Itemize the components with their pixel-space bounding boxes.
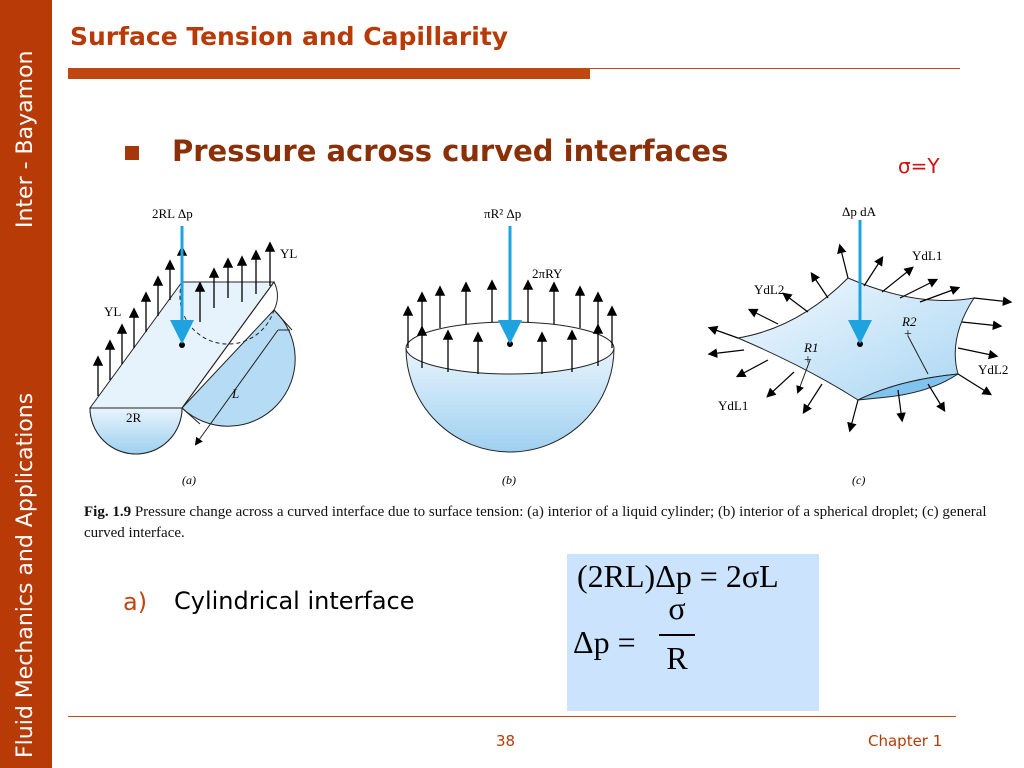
panel-c: + + Δp dA YdL1 YdL2 R2 R1 YdL2 YdL1 (c) <box>707 204 1013 487</box>
caption-fig-label: Fig. 1.9 <box>84 504 132 520</box>
c-ydl1-bottom: YdL1 <box>718 398 748 413</box>
figure-caption: Fig. 1.9 Pressure change across a curved… <box>84 502 994 544</box>
equation-box: (2RL)Δp = 2σL Δp = σ R <box>567 554 819 711</box>
equation-fraction: σ R <box>659 590 695 677</box>
c-r2: R2 <box>901 314 917 329</box>
equation-force-balance: (2RL)Δp = 2σL <box>577 558 779 594</box>
list-marker: a) <box>123 588 148 616</box>
a-length: L <box>231 386 239 401</box>
c-r1: R1 <box>803 340 818 355</box>
caption-text: Pressure change across a curved interfac… <box>84 504 987 541</box>
c-tag: (c) <box>852 473 865 487</box>
b-tag: (b) <box>502 473 516 487</box>
a-tag: (a) <box>182 473 196 487</box>
bullet-square-icon <box>125 146 139 160</box>
chapter-label: Chapter 1 <box>868 732 943 750</box>
c-ydl2-left: YdL2 <box>754 282 784 297</box>
equation-pressure-lhs: Δp = <box>573 624 636 660</box>
sidebar-institution: Inter - Bayamon <box>13 50 38 228</box>
c-force-label: Δp dA <box>842 204 877 219</box>
c-r1-plus: + <box>804 353 812 368</box>
slide-title: Surface Tension and Capillarity <box>70 22 509 51</box>
b-surface-force: 2πRY <box>532 266 563 281</box>
fraction-denominator: R <box>666 640 688 676</box>
panel-a: 2RL Δp YL YL 2R L (a) <box>89 206 297 487</box>
c-ydl2-right: YdL2 <box>978 362 1008 377</box>
list-item-text: Cylindrical interface <box>174 587 415 615</box>
fraction-numerator: σ <box>668 590 686 626</box>
footer-rule <box>68 716 956 717</box>
c-r2-plus: + <box>904 327 912 342</box>
equation-pressure: Δp = σ R <box>573 590 695 676</box>
a-yl-left: YL <box>104 304 121 319</box>
sigma-note: σ=Y <box>898 154 940 178</box>
a-yl-right: YL <box>280 246 297 261</box>
sidebar: Inter - Bayamon Fluid Mechanics and Appl… <box>0 0 52 768</box>
b-force-label: πR² Δp <box>484 206 521 221</box>
a-diameter: 2R <box>126 410 142 425</box>
title-rule <box>68 68 590 79</box>
panel-b: πR² Δp 2πRY (b) <box>402 206 618 487</box>
c-ydl1-top: YdL1 <box>912 248 942 263</box>
title-rule-thin <box>590 68 960 69</box>
a-force-label: 2RL Δp <box>152 206 193 221</box>
page-number: 38 <box>496 732 516 750</box>
figure-1-9: 2RL Δp YL YL 2R L (a) πR <box>89 204 1013 487</box>
sidebar-course: Fluid Mechanics and Applications <box>13 392 38 758</box>
fraction-bar <box>659 634 695 636</box>
section-heading: Pressure across curved interfaces <box>172 134 729 168</box>
